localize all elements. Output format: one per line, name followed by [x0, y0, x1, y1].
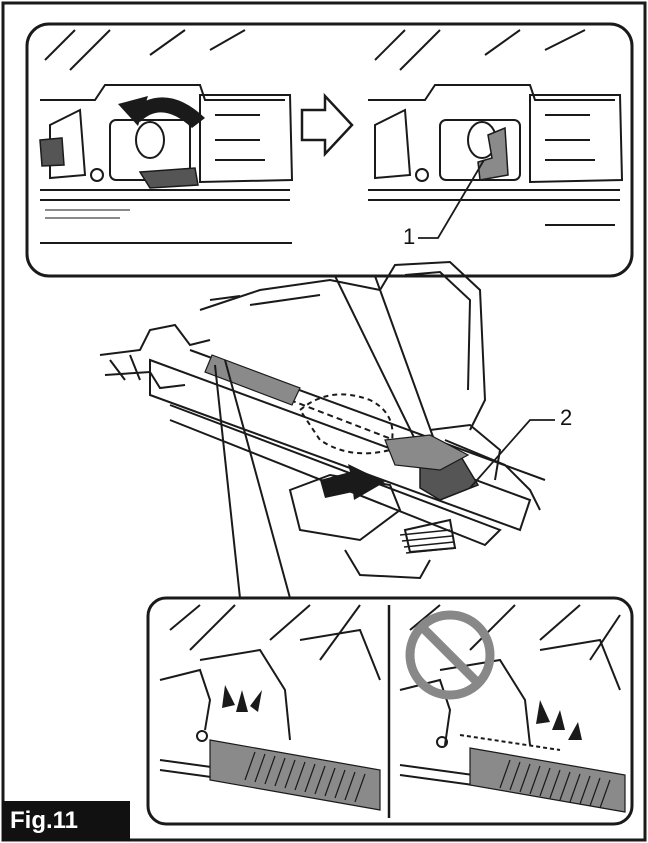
top-left-view [40, 29, 294, 244]
right-shaded-latch [477, 126, 509, 181]
callout-2: 2 [560, 405, 573, 430]
right-nail-lines [499, 759, 611, 809]
left-nail-lines [244, 751, 366, 803]
top-inset-panel [25, 22, 634, 278]
bottom-inset-panel [146, 596, 634, 826]
nail-strip-shade [204, 354, 301, 406]
right-arrow-icon [300, 92, 354, 158]
left-dark-tab [39, 137, 65, 167]
callout-1-leader [418, 159, 485, 239]
bottom-grille [399, 529, 457, 554]
left-contact-marks [222, 685, 262, 712]
prohibition-icon [405, 610, 495, 700]
left-shaded-part [138, 167, 199, 189]
right-contact-marks [536, 700, 582, 740]
rotate-arrow-head [118, 96, 148, 126]
push-arrow-icon [320, 464, 385, 500]
nailer-tool [99, 260, 546, 580]
callout-2-leader [469, 419, 555, 489]
rotate-arrow-icon [128, 97, 205, 128]
top-right-view [368, 29, 624, 226]
inset-connector-bottom [214, 359, 291, 599]
figure-label: Fig.11 [2, 801, 130, 841]
pusher-cover [384, 434, 470, 471]
callout-1: 1 [403, 224, 416, 249]
